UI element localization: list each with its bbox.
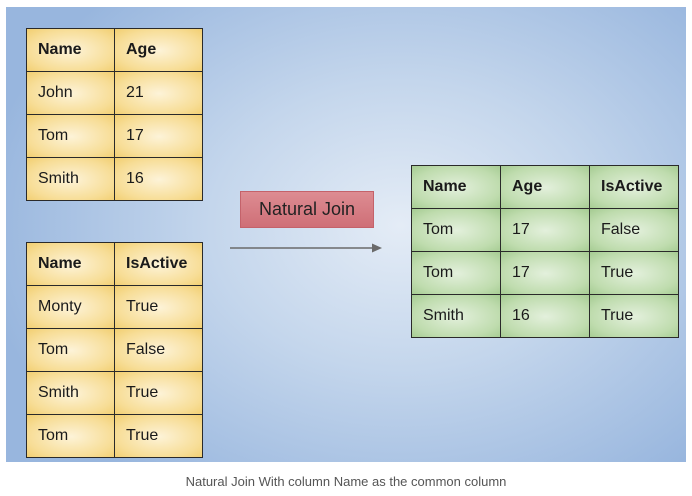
column-header-isactive: IsActive <box>114 242 203 286</box>
result-table: Name Age IsActive Tom 17 False Tom 17 Tr… <box>411 165 679 338</box>
cell-name: Smith <box>26 371 115 415</box>
cell-age: 21 <box>114 71 203 115</box>
column-header-name: Name <box>26 28 115 72</box>
cell-isactive: True <box>114 285 203 329</box>
diagram-canvas: Name Age John 21 Tom 17 Smith 16 Name Is… <box>6 7 686 462</box>
cell-name: Monty <box>26 285 115 329</box>
cell-name: Tom <box>26 414 115 458</box>
table-row: Monty True <box>26 285 203 329</box>
column-header-name: Name <box>26 242 115 286</box>
cell-isactive: True <box>114 414 203 458</box>
natural-join-label: Natural Join <box>240 191 374 228</box>
cell-name: Tom <box>411 208 501 252</box>
table-row: Smith 16 True <box>411 294 679 338</box>
table-row: Smith 16 <box>26 157 203 201</box>
column-header-age: Age <box>114 28 203 72</box>
table-row: Tom 17 <box>26 114 203 158</box>
table-row: Tom False <box>26 328 203 372</box>
cell-isactive: False <box>589 208 679 252</box>
right-arrow-icon <box>230 243 382 253</box>
column-header-name: Name <box>411 165 501 209</box>
cell-name: Tom <box>26 328 115 372</box>
cell-name: Tom <box>411 251 501 295</box>
cell-age: 17 <box>114 114 203 158</box>
cell-age: 16 <box>500 294 590 338</box>
cell-name: Smith <box>411 294 501 338</box>
table-header-row: Name IsActive <box>26 242 203 286</box>
table-header-row: Name Age <box>26 28 203 72</box>
table-row: John 21 <box>26 71 203 115</box>
table-row: Smith True <box>26 371 203 415</box>
cell-name: John <box>26 71 115 115</box>
cell-name: Tom <box>26 114 115 158</box>
cell-isactive: False <box>114 328 203 372</box>
cell-age: 17 <box>500 251 590 295</box>
cell-name: Smith <box>26 157 115 201</box>
figure-caption: Natural Join With column Name as the com… <box>185 474 507 489</box>
cell-isactive: True <box>589 251 679 295</box>
cell-isactive: True <box>589 294 679 338</box>
cell-isactive: True <box>114 371 203 415</box>
people-age-table: Name Age John 21 Tom 17 Smith 16 <box>26 28 203 201</box>
table-row: Tom True <box>26 414 203 458</box>
column-header-age: Age <box>500 165 590 209</box>
cell-age: 17 <box>500 208 590 252</box>
column-header-isactive: IsActive <box>589 165 679 209</box>
table-row: Tom 17 True <box>411 251 679 295</box>
cell-age: 16 <box>114 157 203 201</box>
table-header-row: Name Age IsActive <box>411 165 679 209</box>
people-isactive-table: Name IsActive Monty True Tom False Smith… <box>26 242 203 458</box>
table-row: Tom 17 False <box>411 208 679 252</box>
